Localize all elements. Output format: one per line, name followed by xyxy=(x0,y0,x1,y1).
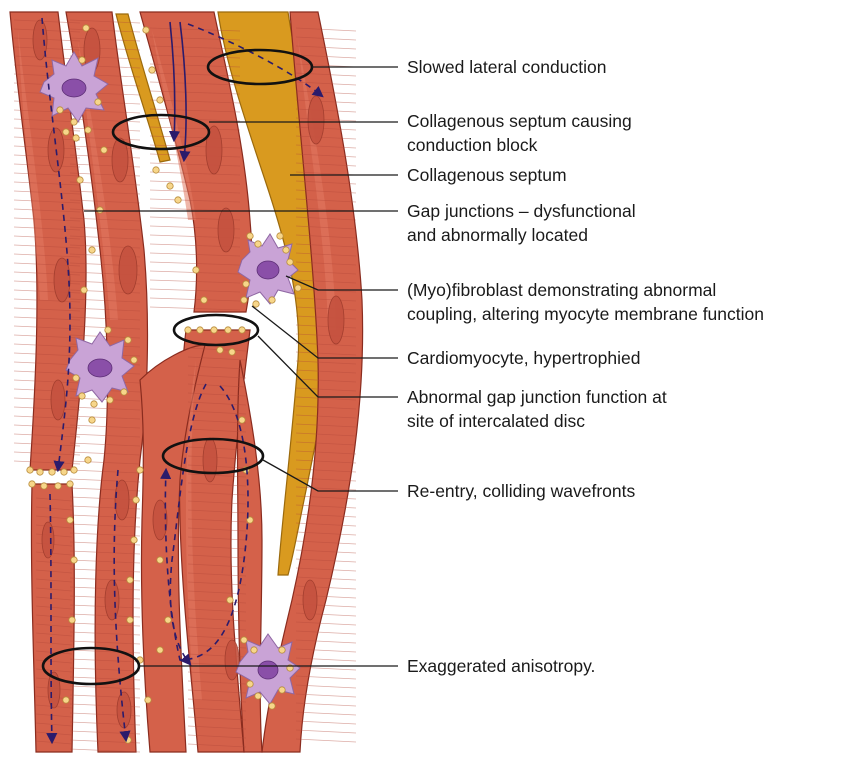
gap-junction-dot xyxy=(67,481,73,487)
gap-junction-dot xyxy=(255,241,261,247)
label-anisotropy: Exaggerated anisotropy. xyxy=(407,656,595,676)
gap-junction-dot xyxy=(185,327,191,333)
gap-junction-dot xyxy=(255,693,261,699)
label-slowed-lateral: Slowed lateral conduction xyxy=(407,57,606,77)
label-abnormal-gap-line2: site of intercalated disc xyxy=(407,411,585,431)
gap-junction-dot xyxy=(137,467,143,473)
gap-junction-dot xyxy=(27,467,33,473)
gap-junction-dot xyxy=(149,67,155,73)
gap-junction-dot xyxy=(63,697,69,703)
gap-junction-dot xyxy=(287,259,293,265)
gap-junction-dot xyxy=(153,167,159,173)
gap-junction-dot xyxy=(49,469,55,475)
gap-junction-dot xyxy=(269,703,275,709)
gap-junction-dot xyxy=(79,57,85,63)
label-septum: Collagenous septum xyxy=(407,165,567,185)
gap-junction-dot xyxy=(131,357,137,363)
gap-junction-dot xyxy=(157,557,163,563)
gap-junction-dot xyxy=(175,197,181,203)
gap-junction-dot xyxy=(225,327,231,333)
gap-junction-dot xyxy=(229,349,235,355)
gap-junction-dot xyxy=(127,577,133,583)
gap-junction-dot xyxy=(157,647,163,653)
gap-junction-dot xyxy=(91,401,97,407)
gap-junction-dot xyxy=(125,337,131,343)
gap-junction-dot xyxy=(85,457,91,463)
gap-junction-dot xyxy=(37,469,43,475)
label-septum-block-line2: conduction block xyxy=(407,135,538,155)
gap-junction-dot xyxy=(89,417,95,423)
label-septum-block-line1: Collagenous septum causing xyxy=(407,111,632,131)
gap-junction-dot xyxy=(69,617,75,623)
gap-junction-dot xyxy=(131,537,137,543)
gap-junction-dot xyxy=(211,327,217,333)
striation-line xyxy=(296,739,356,742)
label-gap-junctions-line2: and abnormally located xyxy=(407,225,588,245)
gap-junction-dot xyxy=(247,681,253,687)
gap-junction-dot xyxy=(97,207,103,213)
label-fibroblast-line1: (Myo)fibroblast demonstrating abnormal xyxy=(407,280,716,300)
gap-junction-dot xyxy=(227,597,233,603)
gap-junction-dot xyxy=(247,233,253,239)
gap-junction-dot xyxy=(295,285,301,291)
label-cardiomyocyte: Cardiomyocyte, hypertrophied xyxy=(407,348,640,368)
gap-junction-dot xyxy=(107,397,113,403)
gap-junction-dot xyxy=(143,27,149,33)
striation-line xyxy=(296,712,356,715)
gap-junction-dot xyxy=(241,637,247,643)
striation-line xyxy=(296,721,356,724)
gap-junction-dot xyxy=(121,389,127,395)
gap-junction-dot xyxy=(217,347,223,353)
gap-junction-dot xyxy=(95,99,101,105)
gap-junction-dot xyxy=(251,647,257,653)
gap-junction-dot xyxy=(57,107,63,113)
label-gap-junctions-line1: Gap junctions – dysfunctional xyxy=(407,201,636,221)
gap-junction-dot xyxy=(41,483,47,489)
gap-junction-dot xyxy=(71,119,77,125)
gap-junction-dot xyxy=(197,327,203,333)
gap-junction-dot xyxy=(133,497,139,503)
gap-junction-dot xyxy=(79,393,85,399)
gap-junction-dot xyxy=(243,281,249,287)
gap-junction-dot xyxy=(283,247,289,253)
gap-junction-dot xyxy=(55,483,61,489)
gap-junction-dot xyxy=(193,267,199,273)
label-abnormal-gap-line1: Abnormal gap junction function at xyxy=(407,387,667,407)
gap-junction-dot xyxy=(73,375,79,381)
gap-junction-dot xyxy=(67,517,73,523)
labels: Slowed lateral conduction Collagenous se… xyxy=(407,57,764,676)
label-fibroblast-line2: coupling, altering myocyte membrane func… xyxy=(407,304,764,324)
gap-junction-dot xyxy=(29,481,35,487)
gap-junction-dot xyxy=(85,127,91,133)
gap-junction-dot xyxy=(73,135,79,141)
gap-junction-dot xyxy=(101,147,107,153)
gap-junction-dot xyxy=(253,301,259,307)
gap-junction-dot xyxy=(71,467,77,473)
gap-junction-dot xyxy=(71,557,77,563)
gap-junction-dot xyxy=(81,287,87,293)
striation-line xyxy=(296,730,356,733)
gap-junction-dot xyxy=(241,297,247,303)
gap-junction-dot xyxy=(201,297,207,303)
gap-junction-dot xyxy=(157,97,163,103)
gap-junction-dot xyxy=(167,183,173,189)
gap-junction-dot xyxy=(279,647,285,653)
gap-junction-dot xyxy=(269,297,275,303)
label-reentry: Re-entry, colliding wavefronts xyxy=(407,481,635,501)
gap-junction-dot xyxy=(127,617,133,623)
gap-junction-dot xyxy=(279,687,285,693)
gap-junction-dot xyxy=(105,327,111,333)
gap-junction-dot xyxy=(61,469,67,475)
gap-junction-dot xyxy=(83,25,89,31)
gap-junction-dot xyxy=(63,129,69,135)
gap-junction-dot xyxy=(239,327,245,333)
gap-junction-dot xyxy=(165,617,171,623)
gap-junction-dot xyxy=(77,177,83,183)
gap-junction-dot xyxy=(145,697,151,703)
gap-junction-dot xyxy=(89,247,95,253)
gap-junction-dot xyxy=(277,233,283,239)
gap-junction-dot xyxy=(239,417,245,423)
